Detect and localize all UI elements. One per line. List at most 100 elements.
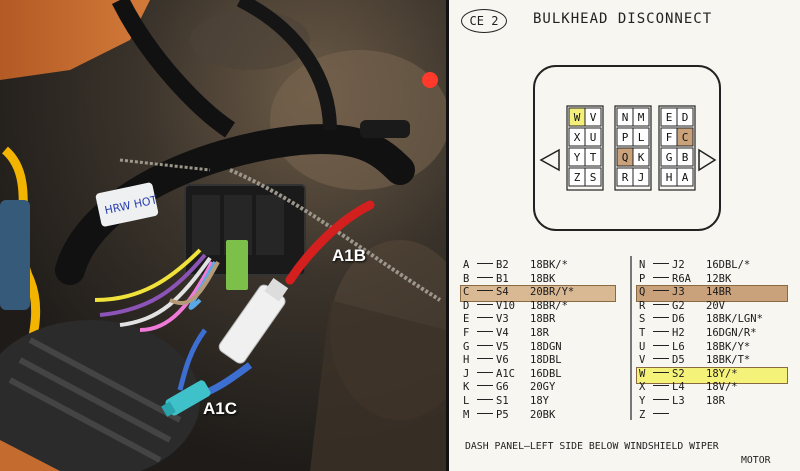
- pin-label-y: Y: [574, 151, 581, 164]
- pin-label-w: W: [574, 111, 581, 124]
- pin-u: [584, 127, 602, 147]
- pin-label-s: S: [590, 171, 597, 184]
- circuit-row-n: N J2 16DBL/*: [639, 259, 750, 272]
- circuit-letter: N: [639, 259, 646, 271]
- wire-spec: 18R: [530, 327, 549, 339]
- circuit-letter: F: [463, 327, 470, 339]
- circuit-code: S4: [496, 286, 509, 299]
- pin-label-n: N: [622, 111, 629, 124]
- legend-highlight: [636, 285, 788, 303]
- leader-line: [477, 371, 493, 373]
- pin-label-d: D: [682, 111, 689, 124]
- wire-spec: 20V: [706, 299, 725, 312]
- pin-label-r: R: [622, 171, 629, 184]
- pin-group: [614, 105, 652, 191]
- circuit-letter: G: [463, 340, 470, 353]
- callout-a1b: A1B: [332, 246, 367, 265]
- leader-line: [477, 263, 493, 264]
- circuit-code: J2: [672, 259, 685, 271]
- pin-c: [676, 127, 694, 147]
- pin-d: [676, 107, 694, 127]
- pin-t: [584, 147, 602, 167]
- circuit-letter: R: [639, 299, 646, 312]
- circuit-code: R6A: [672, 272, 691, 285]
- circuit-letter: W: [639, 367, 646, 380]
- wire-spec: 12BK: [706, 272, 732, 285]
- circuit-letter: X: [639, 381, 646, 394]
- pin-m: [632, 107, 650, 127]
- leader-line: [477, 331, 493, 332]
- pin-label-e: E: [666, 111, 673, 124]
- circuit-letter: V: [639, 354, 646, 367]
- circuit-letter: P: [639, 272, 646, 285]
- circuit-row-z: Z: [639, 409, 672, 422]
- pin-label-t: T: [590, 151, 597, 164]
- pin-s: [584, 167, 602, 187]
- pin-v: [584, 107, 602, 127]
- leader-line: [653, 399, 669, 400]
- wire-spec: 18V/*: [706, 381, 738, 394]
- pin-label-v: V: [590, 111, 597, 124]
- diagram-badge: CE 2: [461, 9, 507, 33]
- circuit-letter: Y: [639, 395, 646, 407]
- leader-line: [653, 317, 669, 319]
- circuit-code: H2: [672, 327, 685, 339]
- circuit-code: L6: [672, 340, 685, 353]
- circuit-letter: H: [463, 354, 470, 367]
- circuit-letter: U: [639, 340, 646, 353]
- circuit-code: G2: [672, 299, 685, 312]
- circuit-letter: M: [463, 408, 470, 421]
- circuit-letter: A: [463, 259, 470, 271]
- wire-spec: 18BK/Y*: [706, 340, 751, 353]
- diagram-title: BULKHEAD DISCONNECT: [533, 11, 713, 27]
- leader-line: [653, 344, 669, 346]
- circuit-row-u: U L6 18BK/Y*: [639, 341, 750, 354]
- pin-b: [676, 147, 694, 167]
- circuit-letter: J: [463, 367, 470, 380]
- leader-line: [653, 276, 669, 278]
- legend-divider: [630, 256, 632, 420]
- circuit-code: D6: [672, 313, 685, 326]
- callout-a1c: A1C: [203, 399, 238, 418]
- leader-line: [653, 412, 669, 414]
- wire-spec: 20BK: [530, 408, 556, 421]
- pin-label-f: F: [666, 131, 673, 144]
- pin-label-p: P: [622, 131, 629, 144]
- pin-k: [632, 147, 650, 167]
- wire-spec: 16DBL/*: [706, 259, 751, 271]
- pin-label-z: Z: [574, 171, 581, 184]
- pin-group: [658, 105, 696, 191]
- circuit-letter: K: [463, 381, 470, 394]
- circuit-code: V3: [496, 313, 509, 326]
- circuit-code: J3: [672, 286, 685, 299]
- wire-spec: 18BK/LGN*: [706, 313, 763, 326]
- pin-label-j: J: [638, 171, 645, 184]
- green-terminal-block: [226, 240, 248, 290]
- leader-line: [477, 358, 493, 360]
- circuit-code: D5: [672, 354, 685, 367]
- circuit-row-r: R G2 20V: [639, 300, 725, 313]
- engine-bay-photo: HRW HOT: [0, 0, 446, 471]
- circuit-letter: B: [463, 272, 470, 285]
- circuit-letter: T: [639, 327, 646, 339]
- pin-label-g: G: [666, 151, 673, 164]
- wire-tag: HRW HOT: [95, 182, 159, 227]
- pin-j: [632, 167, 650, 187]
- wire-spec: 14BR: [706, 286, 732, 299]
- wire-spec: 18Y/*: [706, 367, 738, 380]
- pin-group: [566, 105, 604, 191]
- pin-a: [676, 167, 694, 187]
- circuit-code: V10: [496, 299, 515, 312]
